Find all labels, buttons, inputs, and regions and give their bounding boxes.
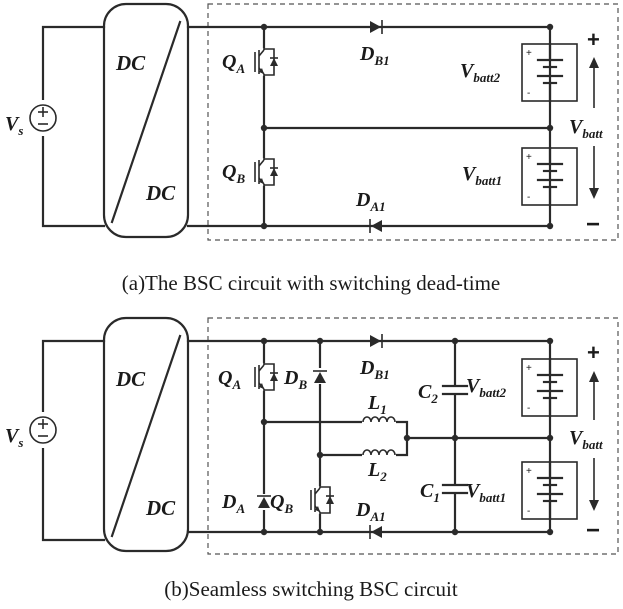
switch-qa-label-b: QA [218, 367, 241, 392]
caption-b: (b)Seamless switching BSC circuit [164, 577, 458, 601]
diode-db1-label-a: DB1 [359, 43, 390, 68]
batt2-label-b: Vbatt2 [466, 375, 507, 400]
junction-dot [546, 124, 554, 132]
inductor-l2-icon [362, 445, 396, 457]
svg-text:+: + [526, 152, 532, 163]
igbt-qa-icon [250, 363, 278, 391]
junction-dot [260, 124, 268, 132]
cap-c2-label: C2 [418, 381, 438, 406]
inductor-l2-label: L2 [367, 459, 387, 484]
diode-da-icon [256, 494, 272, 510]
minus-sign-b: − [586, 517, 600, 544]
svg-text:+: + [526, 363, 532, 374]
caption-a: (a)The BSC circuit with switching dead-t… [122, 271, 501, 295]
switch-qa-label-a: QA [222, 51, 245, 76]
junction-dot [546, 222, 554, 230]
battery-2-icon: + - [521, 357, 578, 418]
dashed-boundary-a [207, 3, 619, 241]
svg-text:+: + [526, 466, 532, 477]
capacitor-c2-icon [440, 384, 470, 396]
diode-db1-label-b: DB1 [359, 357, 390, 382]
dashed-boundary-b [207, 317, 619, 555]
junction-dot [260, 222, 268, 230]
junction-dot [316, 337, 324, 345]
junction-dot [316, 528, 324, 536]
source-label-b: Vs [5, 425, 23, 450]
plus-sign-a: + [587, 27, 600, 52]
batt1-label-a: Vbatt1 [462, 163, 502, 188]
igbt-qb-icon [306, 486, 334, 514]
converter-bottom-label-a: DC [145, 181, 176, 205]
converter-bottom-label-b: DC [145, 496, 176, 520]
junction-dot [316, 451, 324, 459]
diode-db1-icon [370, 334, 383, 348]
diagram-a: Vs DC DC [5, 2, 619, 241]
diode-db1-icon [370, 20, 383, 34]
junction-dot [451, 434, 459, 442]
switch-qb-label-b: QB [270, 491, 293, 516]
junction-dot [546, 23, 554, 31]
diode-da1-label-b: DA1 [355, 499, 386, 524]
cap-c1-label: C1 [420, 480, 440, 505]
vbatt-arrows-b [589, 371, 599, 511]
source-label-a: Vs [5, 113, 23, 138]
junction-dot [403, 434, 411, 442]
svg-text:-: - [527, 403, 530, 414]
battery-2-icon: + - [521, 42, 578, 103]
converter-top-label-b: DC [115, 367, 146, 391]
junction-dot [260, 23, 268, 31]
junction-dot [451, 528, 459, 536]
vbatt-label-b: Vbatt [569, 427, 603, 452]
svg-text:-: - [527, 88, 530, 99]
dcdc-converter-a [102, 2, 190, 239]
junction-dot [451, 337, 459, 345]
junction-dot [546, 528, 554, 536]
batt1-label-b: Vbatt1 [466, 480, 506, 505]
plus-sign-b: + [587, 340, 600, 365]
junction-dot [546, 337, 554, 345]
svg-text:-: - [527, 192, 530, 203]
junction-dot [260, 337, 268, 345]
svg-text:-: - [527, 506, 530, 517]
capacitor-c1-icon [440, 483, 470, 495]
voltage-source-a [29, 100, 57, 136]
vbatt-label-a: Vbatt [569, 116, 603, 141]
junction-dot [546, 434, 554, 442]
junction-dot [260, 418, 268, 426]
batt2-label-a: Vbatt2 [460, 60, 501, 85]
svg-text:+: + [526, 48, 532, 59]
diode-da1-icon [369, 219, 382, 233]
voltage-source-b [29, 412, 57, 448]
switch-qb-label-a: QB [222, 161, 245, 186]
diode-da-label-b: DA [221, 491, 245, 516]
diode-db-label-b: DB [283, 367, 307, 392]
igbt-qb-icon [250, 158, 278, 186]
inductor-l1-label: L1 [367, 392, 387, 417]
dcdc-converter-b [102, 316, 190, 553]
junction-dot [260, 528, 268, 536]
igbt-qa-icon [250, 48, 278, 76]
diode-da1-icon [369, 525, 382, 539]
inductor-l1-icon [362, 412, 396, 424]
vbatt-arrows-a [589, 57, 599, 199]
battery-1-icon: + - [521, 460, 578, 521]
diode-db-icon [312, 368, 328, 384]
diagram-b: Vs DC DC L1 L2 [5, 316, 619, 555]
converter-top-label-a: DC [115, 51, 146, 75]
minus-sign-a: − [586, 211, 600, 238]
diode-da1-label-a: DA1 [355, 189, 386, 214]
battery-1-icon: + - [521, 146, 578, 207]
